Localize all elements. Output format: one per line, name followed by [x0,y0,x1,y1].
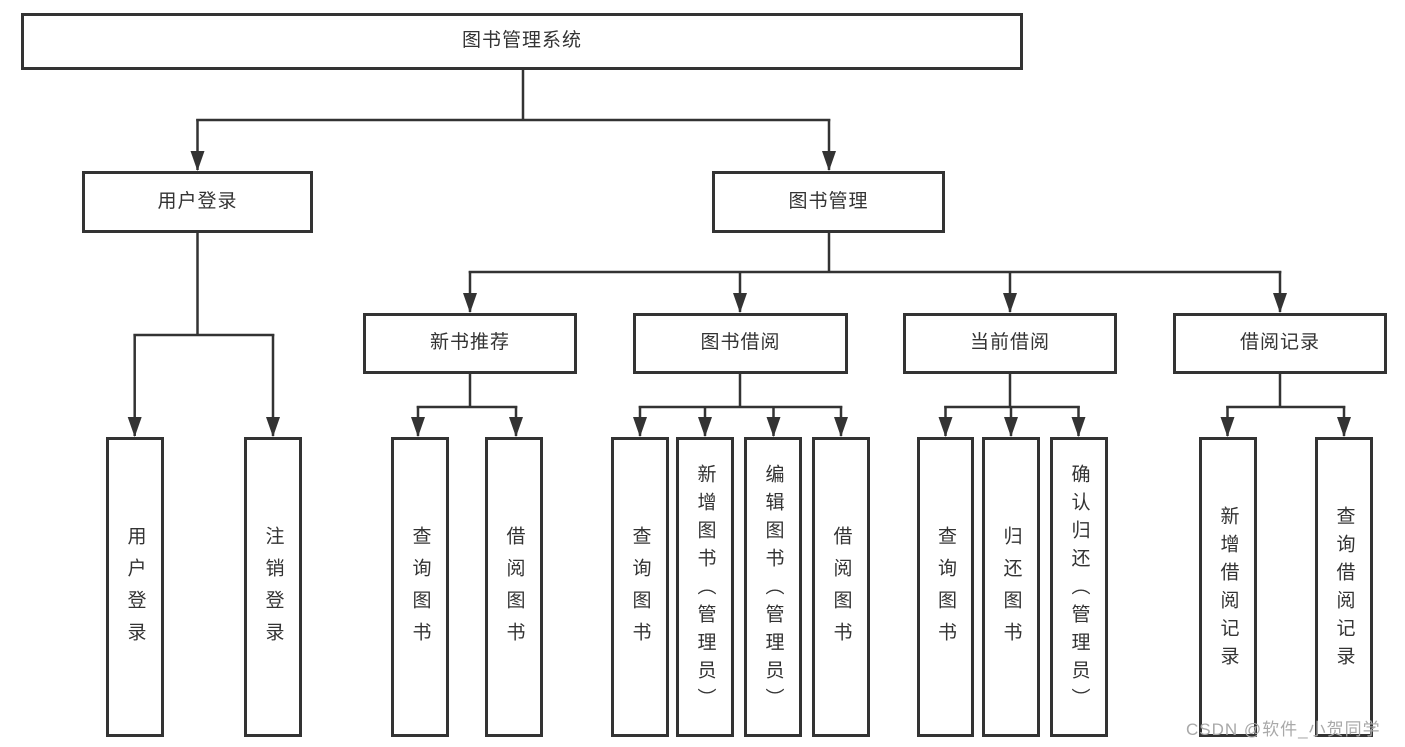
leaf-newbooks-borrow-book: 借阅图书 [485,437,543,737]
node-borrow-records: 借阅记录 [1173,313,1387,374]
leaf-newbooks-query-book: 查询图书 [391,437,449,737]
leaf-records-add-record: 新增借阅记录 [1199,437,1257,737]
leaf-logout: 注销登录 [244,437,302,737]
node-new-book-recommend: 新书推荐 [363,313,577,374]
leaf-current-query-book: 查询图书 [917,437,974,737]
leaf-borrowing-add-book-admin: 新增图书（管理员） [676,437,734,737]
leaf-borrowing-edit-book-admin: 编辑图书（管理员） [744,437,802,737]
leaf-current-confirm-return-admin: 确认归还（管理员） [1050,437,1108,737]
leaf-user-login: 用户登录 [106,437,164,737]
node-book-borrowing: 图书借阅 [633,313,848,374]
node-current-borrowing: 当前借阅 [903,313,1117,374]
node-library-management-system: 图书管理系统 [21,13,1023,70]
leaf-current-return-book: 归还图书 [982,437,1040,737]
node-user-login: 用户登录 [82,171,313,233]
leaf-borrowing-query-book: 查询图书 [611,437,669,737]
node-book-management: 图书管理 [712,171,945,233]
leaf-borrowing-borrow-book: 借阅图书 [812,437,870,737]
leaf-records-query-record: 查询借阅记录 [1315,437,1373,737]
csdn-watermark: CSDN @软件_小贺同学 [1186,720,1381,739]
